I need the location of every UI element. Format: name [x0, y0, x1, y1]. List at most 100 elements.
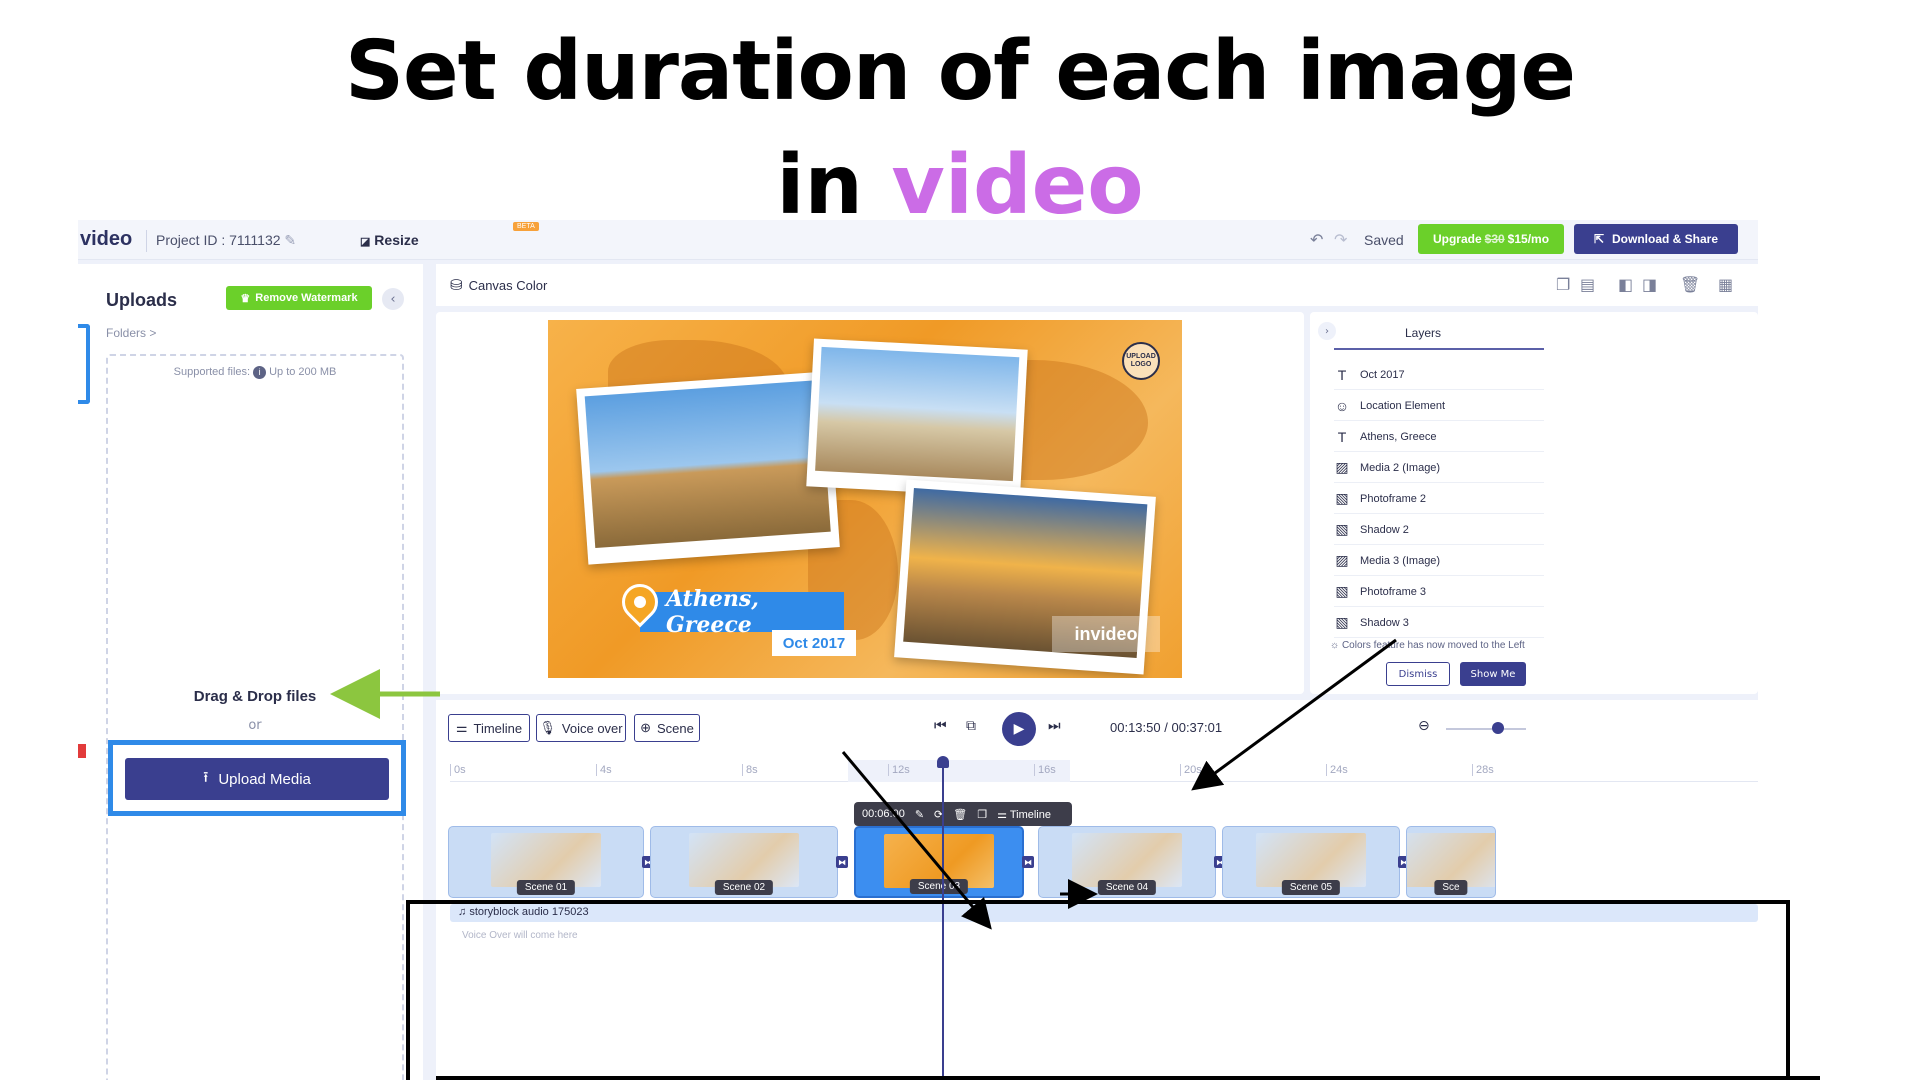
layer-item[interactable]: ▨Media 3 (Image) [1334, 546, 1544, 576]
layer-type-icon: ▧ [1335, 614, 1349, 630]
zoom-out-icon[interactable]: ⊖ [1418, 718, 1430, 734]
sidebar-marker [78, 744, 86, 758]
layer-item[interactable]: ☺ Location Element [1334, 391, 1544, 421]
delete-scene-icon[interactable]: 🗑 [953, 808, 968, 821]
grid-icon[interactable]: ▦ [1718, 275, 1734, 294]
ruler-tick: 4s [596, 764, 612, 776]
panel-title: Uploads [106, 290, 178, 310]
layer-item[interactable]: ▧Shadow 2 [1334, 515, 1544, 545]
show-me-button[interactable]: Show Me [1460, 662, 1526, 686]
scene-clip[interactable]: Scene 03 [854, 826, 1024, 898]
scene-label: Scene 03 [909, 879, 969, 894]
ruler-tick: 20s [1180, 764, 1202, 776]
info-icon[interactable]: i [253, 366, 267, 379]
scene-clip[interactable]: Scene 05 [1222, 826, 1400, 898]
timeline-button[interactable]: ⚌Timeline [448, 714, 530, 742]
zoom-slider-handle[interactable] [1492, 722, 1504, 734]
collapse-panel-button[interactable]: ‹ [382, 288, 404, 310]
plus-circle-icon: ⊕ [640, 720, 652, 735]
voiceover-button[interactable]: 🎙Voice over [536, 714, 626, 742]
audio-track[interactable]: ♫ storyblock audio 175023 [450, 904, 1758, 922]
music-note-icon: ♫ [458, 906, 467, 918]
sidebar-highlight [78, 324, 90, 404]
playhead-handle[interactable] [937, 756, 949, 768]
folders-link[interactable]: Folders > [106, 326, 157, 340]
send-backward-icon[interactable]: ◨ [1642, 275, 1658, 294]
layer-item[interactable]: ▧Photoframe 2 [1334, 484, 1544, 514]
layer-type-icon: T [1337, 366, 1347, 383]
app-logo[interactable]: video [80, 228, 133, 250]
canvas-color-button[interactable]: ⛁Canvas Color [450, 277, 548, 294]
paste-icon[interactable]: ▤ [1580, 275, 1596, 294]
trash-icon[interactable]: 🗑 [1680, 275, 1701, 294]
skip-forward-icon[interactable]: ⏭ [1048, 718, 1061, 734]
tab-underline [1334, 348, 1544, 350]
photo-parthenon[interactable] [576, 371, 840, 565]
expand-icon[interactable]: › [1318, 322, 1336, 340]
heading-prefix: in [776, 138, 892, 233]
layer-type-icon: ▧ [1335, 583, 1349, 599]
undo-icon[interactable]: ↶ [1310, 230, 1324, 249]
heading-line-2: in video [0, 138, 1920, 233]
scene-preview[interactable]: Athens, Greece Oct 2017 UPLOAD LOGO invi… [548, 320, 1182, 678]
layer-label: Shadow 3 [1360, 616, 1409, 629]
layer-label: Location Element [1360, 399, 1445, 412]
bulb-icon: ☼ [1330, 640, 1340, 651]
upload-media-button[interactable]: ⭱Upload Media [125, 758, 389, 800]
scene-thumbnail [1256, 833, 1366, 887]
pin-dot [634, 596, 646, 608]
transition-icon[interactable]: ⧓ [1022, 856, 1034, 868]
play-button[interactable]: ▶ [1002, 712, 1036, 746]
dismiss-button[interactable]: Dismiss [1386, 662, 1450, 686]
edit-duration-icon[interactable]: ✎ [914, 808, 925, 821]
layer-label: Shadow 2 [1360, 523, 1409, 536]
add-scene-button[interactable]: ⊕Scene [634, 714, 700, 742]
layer-type-icon: ▧ [1335, 490, 1349, 506]
scene-clip[interactable]: Scene 02 [650, 826, 838, 898]
bring-forward-icon[interactable]: ◧ [1618, 275, 1634, 294]
scene-label: Sce [1434, 880, 1468, 895]
zoom-slider[interactable] [1446, 728, 1526, 730]
duplicate-icon[interactable]: ❐ [1556, 275, 1571, 294]
drag-drop-label: Drag & Drop files [193, 688, 317, 705]
resize-button[interactable]: ◪ Resize [360, 232, 419, 248]
canvas-stage: Athens, Greece Oct 2017 UPLOAD LOGO invi… [436, 312, 1304, 694]
preview-scene-icon[interactable]: ⧉ [966, 718, 976, 734]
layer-type-icon: ☺ [1334, 397, 1350, 414]
play-icon: ▶ [1013, 721, 1025, 737]
timeline-toggle[interactable]: ⚌ Timeline [997, 808, 1051, 821]
skip-back-icon[interactable]: ⏮ [934, 718, 947, 734]
photo-traveler[interactable] [806, 338, 1028, 498]
edit-icon[interactable]: ✎ [284, 232, 297, 248]
layers-title: Layers [1404, 326, 1442, 340]
transition-icon[interactable]: ⧓ [836, 856, 848, 868]
share-icon: ⇱ [1593, 232, 1605, 246]
scene-label: Scene 05 [1281, 880, 1341, 895]
scene-clip[interactable]: Sce [1406, 826, 1496, 898]
scene-clip[interactable]: Scene 04 [1038, 826, 1216, 898]
location-title[interactable]: Athens, Greece [640, 586, 844, 638]
layer-item[interactable]: ▧Photoframe 3 [1334, 577, 1544, 607]
upgrade-button[interactable]: Upgrade$30$15/mo [1418, 224, 1564, 254]
scene-duration[interactable]: 00:06:00 [862, 808, 905, 820]
layer-type-icon: T [1337, 428, 1347, 445]
paint-bucket-icon: ⛁ [450, 277, 463, 294]
remove-watermark-button[interactable]: ♛Remove Watermark [226, 286, 372, 310]
scene-clip[interactable]: Scene 01 [448, 826, 644, 898]
heading-accent: video [891, 138, 1144, 233]
redo-icon[interactable]: ↷ [1334, 230, 1348, 249]
date-text[interactable]: Oct 2017 [772, 630, 856, 656]
layer-item[interactable]: ▧ Shadow 3 [1334, 608, 1544, 638]
upload-logo-badge[interactable]: UPLOAD LOGO [1122, 342, 1160, 380]
download-share-button[interactable]: ⇱Download & Share [1574, 224, 1738, 254]
chevron-left-icon: ‹ [390, 291, 396, 307]
watermark: invideo [1052, 616, 1160, 652]
duplicate-scene-icon[interactable]: ❐ [977, 808, 988, 821]
layer-item[interactable]: ▨Media 2 (Image) [1334, 453, 1544, 483]
